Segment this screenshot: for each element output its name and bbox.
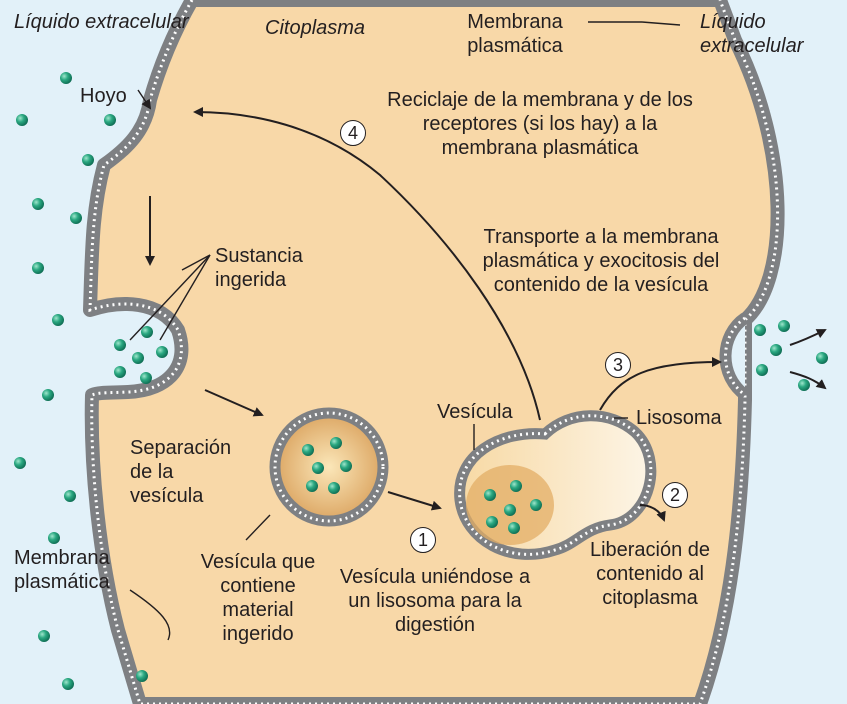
- label-separation: Separación de la vesícula: [130, 436, 248, 508]
- separated-vesicle: [275, 413, 383, 521]
- label-ingested-substance: Sustancia ingerida: [215, 244, 335, 292]
- label-cytoplasm: Citoplasma: [265, 16, 365, 40]
- label-pit: Hoyo: [80, 84, 127, 108]
- label-extracellular-right: Líquido extracelular: [700, 10, 840, 58]
- step-1-marker: 1: [410, 527, 436, 553]
- label-recycling: Reciclaje de la membrana y de los recept…: [380, 88, 700, 160]
- label-membrane-bottom: Membrana plasmática: [14, 546, 139, 594]
- label-extracellular-left: Líquido extracelular: [14, 10, 189, 34]
- label-release: Liberación de contenido al citoplasma: [575, 538, 725, 610]
- label-vesicle-with-material: Vesícula que contiene material ingerido: [188, 550, 328, 646]
- label-vesicle: Vesícula: [437, 400, 513, 424]
- exocytosis-pore: [725, 318, 745, 395]
- label-lysosome: Lisosoma: [636, 406, 722, 430]
- label-fusion: Vesícula uniéndose a un lisosoma para la…: [335, 565, 535, 637]
- label-membrane-top: Membrana plasmática: [450, 10, 580, 58]
- step-3-marker: 3: [605, 352, 631, 378]
- step-4-marker: 4: [340, 120, 366, 146]
- step-2-marker: 2: [662, 482, 688, 508]
- label-transport: Transporte a la membrana plasmática y ex…: [448, 225, 754, 297]
